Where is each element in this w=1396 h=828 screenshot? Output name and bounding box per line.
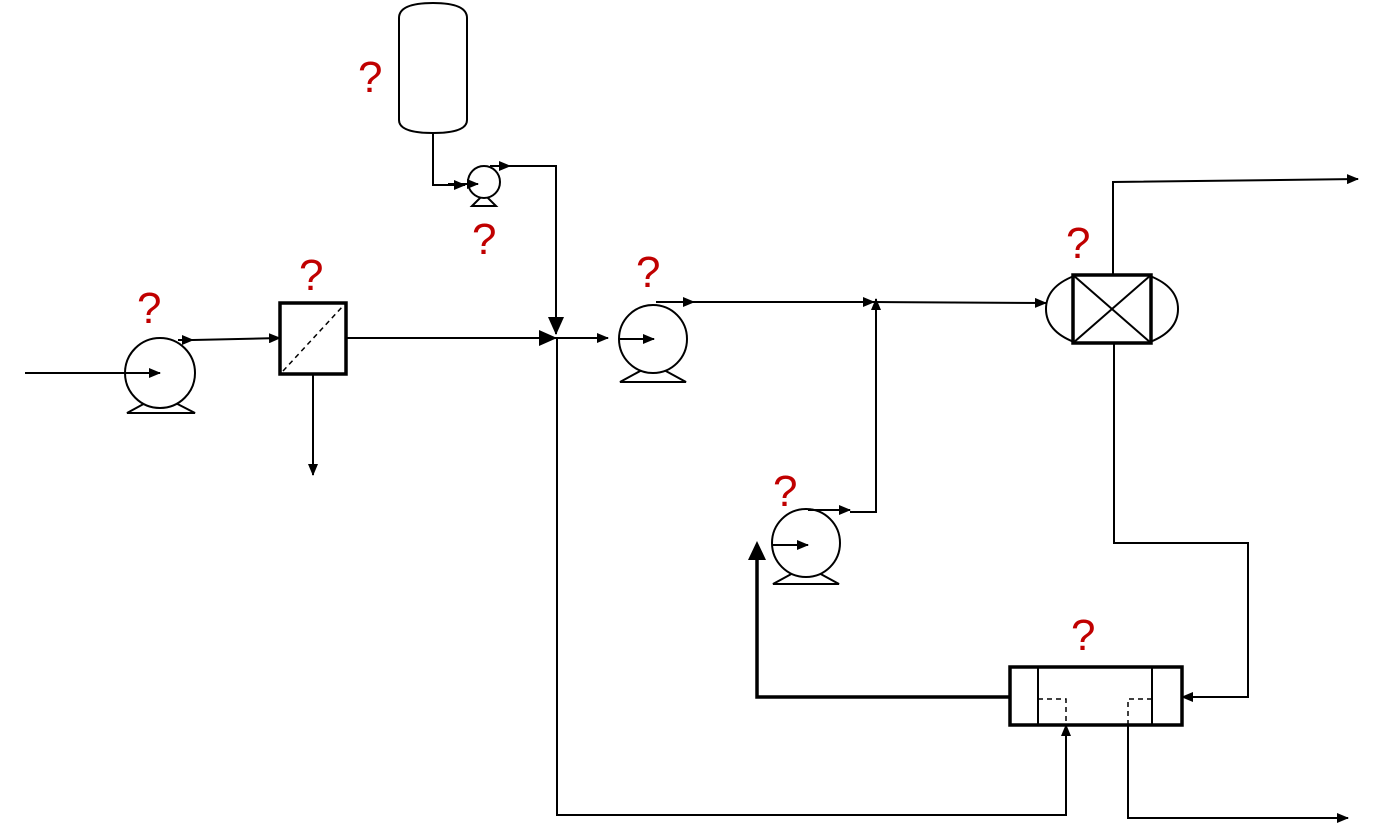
membrane-filter (278, 301, 348, 376)
reactor (1044, 273, 1180, 345)
feed-pump (25, 335, 196, 414)
dosing-pump-label: ? (472, 215, 496, 264)
dosing-pump (448, 161, 511, 207)
reactor-top-outlet-line (1112, 174, 1359, 275)
tank-outlet-line (432, 133, 466, 190)
bypass-line (556, 338, 1071, 816)
feed-to-filter-line (192, 333, 281, 344)
dosing-line (510, 165, 564, 335)
exchanger-recycle-line (755, 545, 1010, 699)
storage-tank (398, 1, 468, 135)
booster-pump (618, 297, 695, 383)
recycle-pump (771, 505, 851, 585)
heat-exchanger (1008, 665, 1184, 727)
product-outlet-line (1127, 725, 1349, 823)
feed-pump-label: ? (137, 284, 161, 333)
booster-pump-label: ? (636, 248, 660, 297)
reactor-feed-line (873, 297, 1047, 308)
reactor-label: ? (1066, 219, 1090, 268)
recycle-pump-label: ? (773, 467, 797, 516)
reactor-bottom-outlet-line (1113, 343, 1249, 702)
recycle-outlet-line (850, 298, 881, 513)
heat-exchanger-label: ? (1071, 611, 1095, 660)
membrane-filter-label: ? (299, 251, 323, 300)
storage-tank-label: ? (358, 53, 382, 102)
